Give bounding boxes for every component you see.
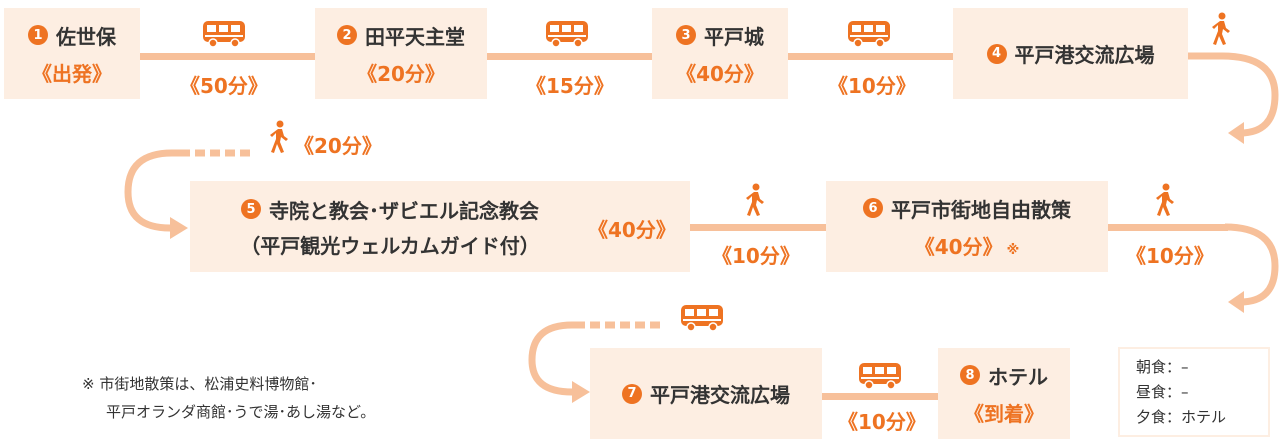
connector-3-4	[788, 53, 953, 60]
transfer-2-duration: 《15分》	[526, 74, 614, 98]
stop-duration: 《出発》	[32, 61, 112, 86]
meal-lunch: 昼食：–	[1136, 383, 1189, 401]
stop-1[interactable]: 1 佐世保 《出発》	[4, 8, 140, 99]
meal-dinner: 夕食：ホテル	[1136, 408, 1227, 426]
stop-name: 平戸城	[704, 24, 764, 49]
curve-row3	[528, 321, 585, 396]
bus-icon	[546, 21, 588, 48]
stop-duration: 《40分》	[676, 61, 764, 86]
step-number: 4	[986, 43, 1007, 64]
transfer-8-duration: 《10分》	[838, 410, 926, 434]
stop-5-duration: 《40分》	[588, 218, 676, 242]
step-number: 3	[676, 25, 696, 45]
footnote-mark: ※	[1006, 242, 1020, 258]
stop-6-box	[826, 181, 1108, 272]
stop-6[interactable]: 6 平戸市街地自由散策 《40分》※	[826, 181, 1108, 272]
transfer-4-duration: 《20分》	[294, 134, 382, 158]
curve-row2	[124, 149, 190, 232]
walk-icon	[270, 120, 288, 153]
arrowhead-row2	[1228, 122, 1244, 144]
stop-name: 田平天主堂	[365, 24, 465, 49]
step-number: 2	[337, 25, 357, 45]
stop-duration: 《到着》	[964, 401, 1044, 426]
stop-2-box	[315, 8, 487, 99]
step-number: 8	[960, 365, 980, 385]
stop-name: 佐世保	[56, 24, 116, 49]
arrowhead-stop5	[170, 217, 188, 239]
connector-6-curve	[1108, 224, 1228, 231]
bus-icon	[859, 363, 901, 390]
stop-name: 平戸港交流広場	[1014, 43, 1155, 67]
walk-icon	[746, 183, 764, 216]
transfer-1-duration: 《50分》	[180, 74, 268, 98]
stop-3[interactable]: 3 平戸城 《40分》	[652, 8, 788, 99]
meal-breakfast: 朝食：–	[1136, 358, 1189, 376]
step-number: 5	[241, 199, 261, 219]
bus-icon	[203, 21, 245, 48]
connector-2-3	[487, 53, 652, 60]
stop-duration: 《20分》	[357, 61, 445, 86]
footnote: ※ 市街地散策は、松浦史料博物館･ 平戸オランダ商館･うで湯･あし湯など。	[82, 370, 375, 426]
step-number: 7	[622, 383, 642, 404]
stop-4[interactable]: 4 平戸港交流広場	[953, 8, 1188, 99]
connector-7-8	[822, 393, 938, 400]
meals-box: 朝食：– 昼食：– 夕食：ホテル	[1118, 347, 1270, 437]
transfer-3-duration: 《10分》	[828, 74, 916, 98]
stop-duration: 《40分》	[914, 234, 1003, 259]
stop-name: 平戸市街地自由散策	[891, 197, 1071, 222]
stop-subtitle: （平戸観光ウェルカムガイド付）	[240, 233, 540, 258]
footnote-line-2: 平戸オランダ商館･うで湯･あし湯など。	[106, 403, 376, 421]
stop-name: ホテル	[988, 364, 1048, 389]
footnote-line-1: ※ 市街地散策は、松浦史料博物館･	[82, 375, 317, 393]
arrowhead-row3	[1228, 291, 1244, 313]
transfer-6-duration: 《10分》	[1126, 244, 1214, 268]
arrowhead-stop7	[572, 381, 590, 403]
walk-icon	[1212, 12, 1230, 45]
stop-name: 寺院と教会･ザビエル記念教会	[269, 198, 539, 223]
stop-5-box	[190, 181, 690, 272]
curve-row1-row2	[1188, 52, 1279, 137]
stop-7[interactable]: 7 平戸港交流広場	[590, 348, 822, 439]
stop-8[interactable]: 8 ホテル 《到着》	[938, 348, 1070, 439]
bus-icon	[848, 21, 890, 48]
stop-1-box	[4, 8, 140, 99]
transfer-5-duration: 《10分》	[712, 244, 800, 268]
stop-name: 平戸港交流広場	[650, 383, 790, 407]
stop-2[interactable]: 2 田平天主堂 《20分》	[315, 8, 487, 99]
stop-8-box	[938, 348, 1070, 439]
curve-row2-row3	[1224, 223, 1279, 306]
connector-5-6	[690, 224, 826, 231]
step-number: 1	[28, 25, 48, 45]
step-number: 6	[863, 198, 883, 218]
walk-icon	[1156, 183, 1174, 216]
connector-1-2	[140, 53, 315, 60]
stop-5[interactable]: 5 寺院と教会･ザビエル記念教会 （平戸観光ウェルカムガイド付）	[190, 181, 590, 272]
bus-icon	[681, 305, 723, 332]
stop-3-box	[652, 8, 788, 99]
